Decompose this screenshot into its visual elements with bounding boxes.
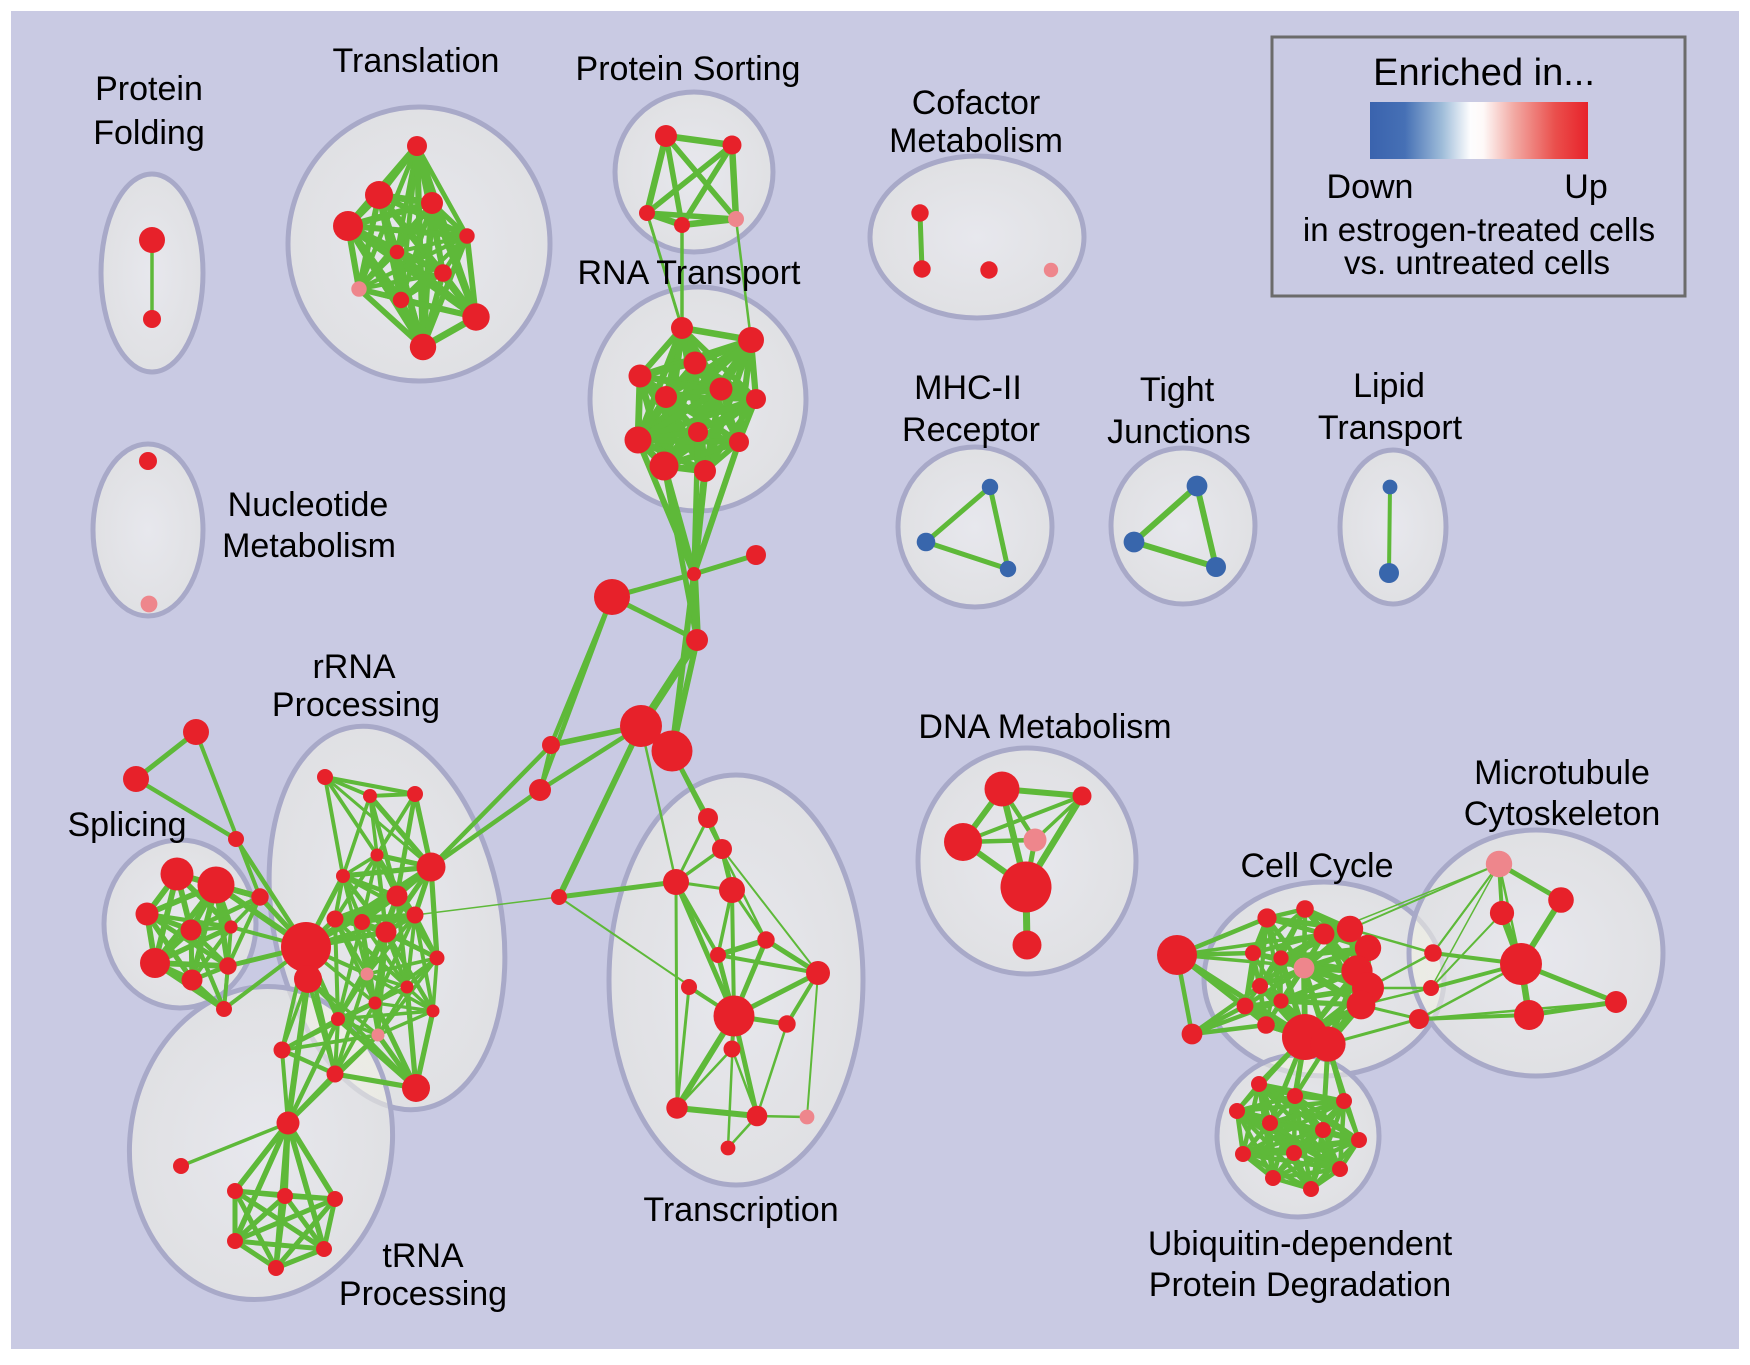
svg-text:Splicing: Splicing	[67, 806, 186, 844]
svg-text:MHC-II: MHC-II	[914, 369, 1022, 407]
svg-text:Enriched in...: Enriched in...	[1373, 52, 1595, 94]
svg-text:Cytoskeleton: Cytoskeleton	[1464, 795, 1661, 833]
svg-text:Processing: Processing	[339, 1275, 507, 1313]
svg-text:Protein Degradation: Protein Degradation	[1149, 1266, 1451, 1304]
svg-text:RNA Transport: RNA Transport	[578, 254, 802, 292]
svg-text:Nucleotide: Nucleotide	[228, 486, 389, 524]
svg-text:Junctions: Junctions	[1107, 413, 1251, 451]
svg-text:Transcription: Transcription	[643, 1191, 838, 1229]
svg-text:Metabolism: Metabolism	[222, 527, 396, 565]
svg-text:Transport: Transport	[1318, 409, 1463, 447]
svg-text:Translation: Translation	[333, 42, 500, 80]
svg-text:Metabolism: Metabolism	[889, 122, 1063, 160]
svg-text:Folding: Folding	[93, 114, 205, 152]
svg-text:Protein: Protein	[95, 70, 203, 108]
svg-text:Processing: Processing	[272, 686, 440, 724]
svg-text:in estrogen-treated cells: in estrogen-treated cells	[1303, 211, 1655, 248]
svg-text:Up: Up	[1564, 168, 1607, 206]
svg-text:vs. untreated cells: vs. untreated cells	[1344, 244, 1610, 281]
svg-text:rRNA: rRNA	[312, 648, 395, 686]
svg-text:DNA Metabolism: DNA Metabolism	[918, 708, 1171, 746]
svg-text:Cofactor: Cofactor	[912, 84, 1041, 122]
svg-text:tRNA: tRNA	[382, 1237, 464, 1275]
svg-text:Microtubule: Microtubule	[1474, 754, 1650, 792]
svg-text:Down: Down	[1327, 168, 1414, 206]
svg-text:Lipid: Lipid	[1353, 367, 1425, 405]
svg-text:Protein Sorting: Protein Sorting	[576, 50, 801, 88]
svg-text:Ubiquitin-dependent: Ubiquitin-dependent	[1148, 1225, 1453, 1263]
svg-text:Tight: Tight	[1140, 371, 1215, 409]
svg-text:Receptor: Receptor	[902, 411, 1040, 449]
svg-text:Cell Cycle: Cell Cycle	[1240, 847, 1393, 885]
